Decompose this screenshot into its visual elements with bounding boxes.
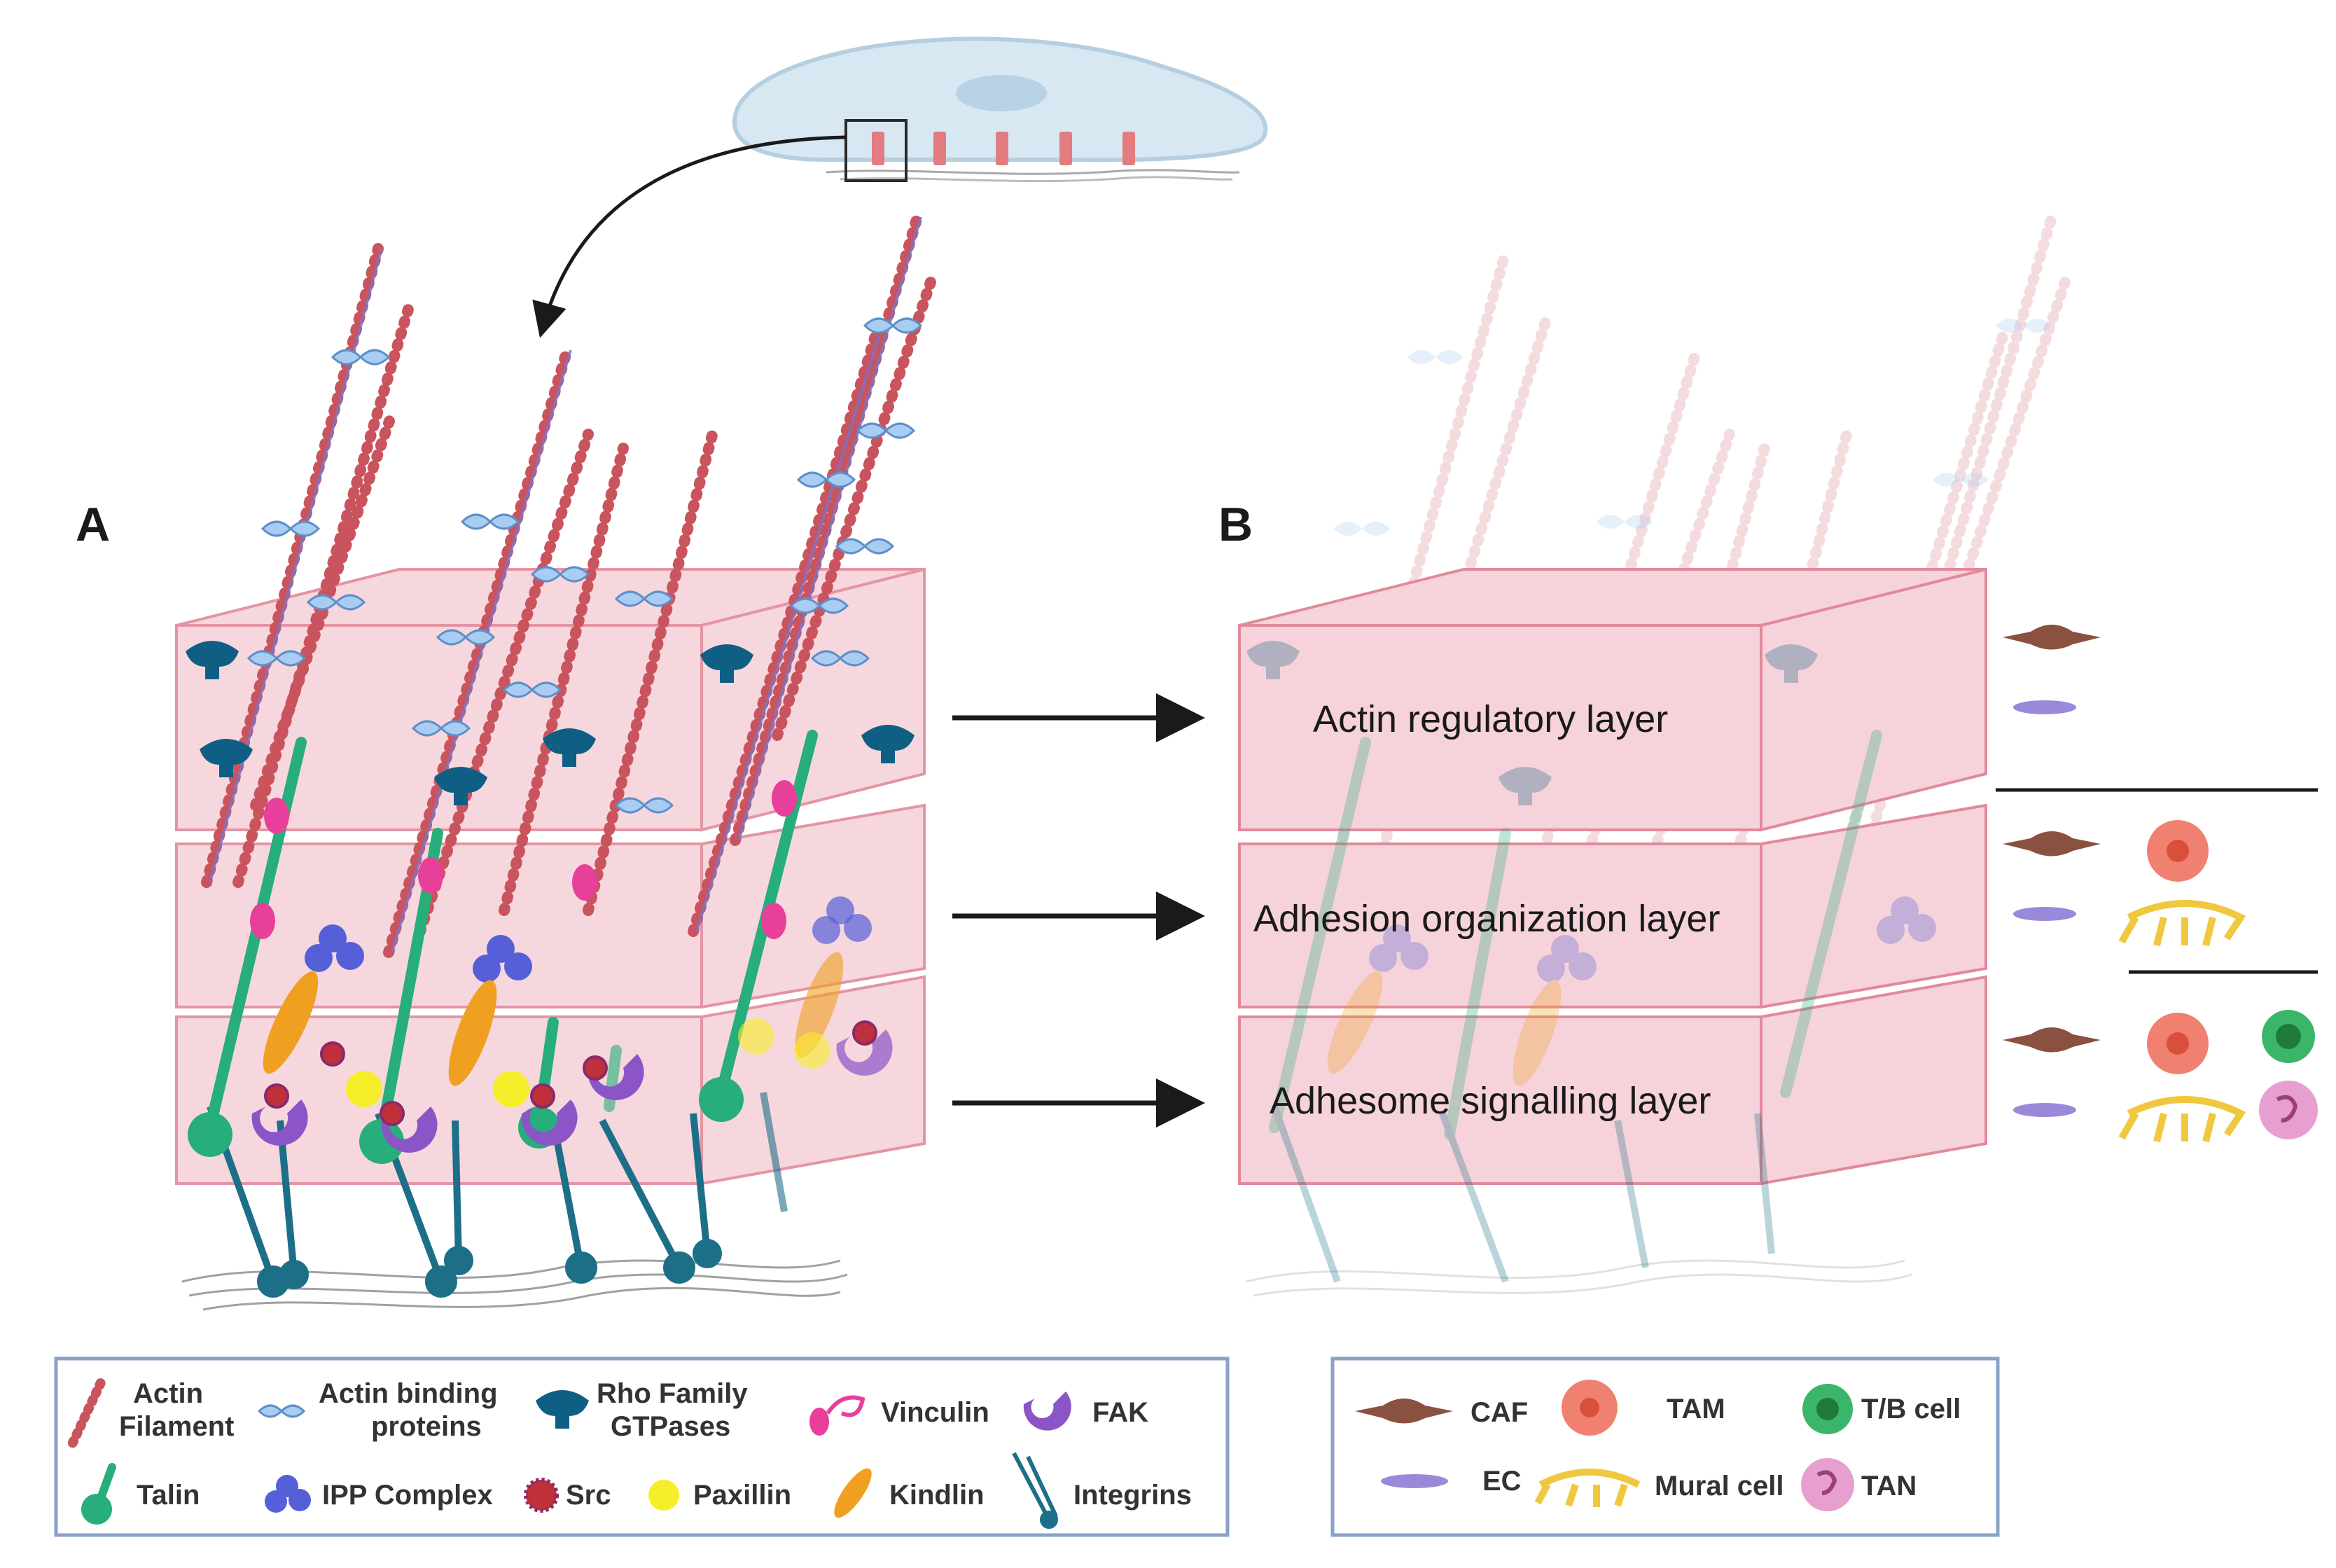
legend-item-integrins: Integrins — [1012, 1452, 1192, 1529]
panel-b-label: B — [1218, 498, 1253, 551]
zoom-arrow — [532, 135, 847, 338]
cell-adhesion-sites — [872, 132, 1135, 165]
legend-label-actin-binding-line1: Actin binding — [319, 1378, 498, 1409]
legend-label-fak: FAK — [1092, 1397, 1148, 1428]
integrin-icon — [1012, 1452, 1058, 1529]
b-layer-2-side — [1760, 803, 1987, 1009]
legend-item-actin-filament: Actin Filament — [67, 1374, 234, 1448]
talin-icon — [81, 1463, 116, 1525]
legend-label-rho-line2: GTPases — [611, 1411, 730, 1442]
legend-item-kindlin: Kindlin — [834, 1468, 985, 1518]
paxillin-icon — [648, 1480, 679, 1511]
ipp-complexes-a — [305, 896, 872, 983]
legend-label-tam: TAM — [1667, 1394, 1725, 1424]
b-layer-3-side — [1760, 975, 1987, 1186]
legend-label-rho-line1: Rho Family — [597, 1378, 748, 1409]
ipp-complex-icon — [265, 1475, 311, 1513]
rho-gtpases-a — [186, 641, 915, 805]
caf-cell-icon — [2003, 1027, 2101, 1053]
kindlins-a — [263, 952, 844, 1086]
ec-cell-icon — [2013, 907, 2076, 921]
legend-item-ec: EC — [1381, 1466, 1522, 1497]
caf-cell-icon — [1355, 1399, 1453, 1424]
legend-label-actin-binding-line2: proteins — [371, 1411, 482, 1442]
legend-label-tb-cell: T/B cell — [1861, 1394, 1961, 1424]
ec-cell-icon — [2013, 700, 2076, 714]
legend-label-mural: Mural cell — [1655, 1471, 1784, 1501]
legend-label-src: Src — [566, 1480, 611, 1511]
actin-binding-proteins-a — [246, 317, 923, 814]
panel-b-layers — [1238, 567, 1987, 1186]
layer-label-actin-regulatory: Actin regulatory layer — [1313, 698, 1668, 740]
legend-a-border — [54, 1357, 1230, 1537]
legend-item-fak: FAK — [1023, 1392, 1148, 1431]
legend-item-paxillin: Paxillin — [648, 1480, 791, 1511]
legend-b: CAF TAM T/B cell EC Mural cell TAN — [1330, 1357, 2000, 1537]
cell-illustration — [532, 36, 1268, 338]
legend-label-talin: Talin — [137, 1480, 200, 1511]
ec-cell-icon — [2013, 1103, 2076, 1117]
legend-label-ipp: IPP Complex — [322, 1480, 493, 1511]
tan-cell-icon — [1801, 1458, 1854, 1511]
paxillins-a — [346, 1018, 830, 1107]
tan-cell-icon — [2259, 1081, 2318, 1139]
caf-cell-icon — [2003, 831, 2101, 856]
fak-icon — [1023, 1392, 1071, 1431]
legend-b-border — [1330, 1357, 2000, 1537]
kindlin-icon — [834, 1468, 872, 1518]
mural-cell-icon — [2118, 900, 2246, 947]
integrins-a — [207, 1092, 788, 1298]
legend-item-ipp: IPP Complex — [265, 1475, 493, 1513]
legend-item-talin: Talin — [81, 1463, 200, 1525]
legend-label-integrins: Integrins — [1073, 1480, 1192, 1511]
legend-item-mural: Mural cell — [1534, 1469, 1784, 1507]
vinculin-icon — [809, 1395, 865, 1436]
cell-nucleus — [956, 75, 1047, 111]
vinculins-a — [250, 780, 797, 939]
b-layer-1-side — [1760, 567, 1987, 832]
legend-item-rho: Rho Family GTPases — [536, 1378, 748, 1442]
layer-3-cells — [2003, 1010, 2318, 1143]
legend-item-caf: CAF — [1355, 1397, 1528, 1428]
layer-2-cells — [2003, 820, 2246, 947]
layer-label-adhesome-signalling: Adhesome signalling layer — [1270, 1080, 1711, 1122]
legend-label-actin-line2: Filament — [119, 1411, 234, 1442]
caf-cell-icon — [2003, 625, 2101, 650]
rho-gtpase-icon — [536, 1390, 589, 1429]
panel-a-label: A — [76, 498, 110, 551]
legend-label-ec: EC — [1482, 1466, 1522, 1497]
actin-binding-protein-icon — [257, 1404, 306, 1418]
legend-label-vinculin: Vinculin — [881, 1397, 989, 1428]
legend-label-actin-line1: Actin — [133, 1378, 203, 1409]
legend-item-tan: TAN — [1801, 1458, 1917, 1511]
zoom-box — [844, 119, 908, 182]
legend-item-tb-cell: T/B cell — [1802, 1384, 1961, 1434]
legend-label-caf: CAF — [1471, 1397, 1528, 1428]
fak-src-a — [251, 1020, 893, 1153]
layer-arrows — [952, 693, 1205, 1128]
layer-label-adhesion-organization: Adhesion organization layer — [1253, 898, 1720, 940]
legend-item-actin-binding: Actin binding proteins — [257, 1378, 498, 1442]
mural-cell-icon — [2118, 1096, 2246, 1143]
legend-item-vinculin: Vinculin — [809, 1395, 989, 1436]
panel-b: Actin regulatory layer Adhesion organiza… — [1238, 211, 2318, 1297]
legend-item-src: Src — [524, 1478, 611, 1513]
layer-1-cells — [2003, 625, 2101, 714]
mural-cell-icon — [1534, 1469, 1641, 1507]
legend-a: Actin Filament Actin binding proteins Rh… — [54, 1357, 1230, 1537]
legend-item-tam: TAM — [1562, 1380, 1725, 1436]
src-icon — [524, 1478, 559, 1513]
ec-cell-icon — [1381, 1474, 1448, 1488]
cell-ecm-lines — [826, 169, 1240, 175]
actin-filament-icon — [67, 1374, 108, 1448]
panel-a — [175, 211, 937, 1311]
legend-label-paxillin: Paxillin — [693, 1480, 791, 1511]
legend-label-tan: TAN — [1861, 1471, 1917, 1501]
legend-label-kindlin: Kindlin — [889, 1480, 985, 1511]
